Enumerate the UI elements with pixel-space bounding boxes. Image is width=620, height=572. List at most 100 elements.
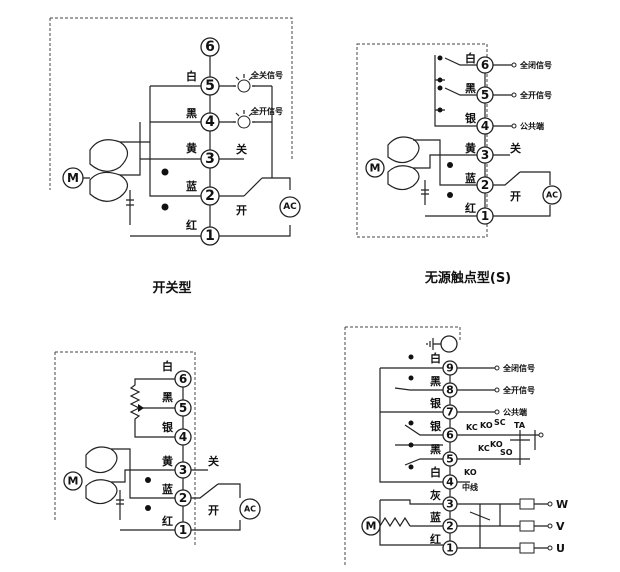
svg-text:5: 5 [205,78,215,94]
svg-text:1: 1 [481,209,489,223]
svg-text:5: 5 [179,401,187,415]
terminal-4: 4 [476,117,494,135]
svg-text:3: 3 [481,148,489,162]
terminal-2: 2 [200,186,220,206]
wire-color-black: 黑 [465,82,476,95]
terminal-1: 1 [174,521,192,539]
svg-text:4: 4 [481,119,489,133]
ac-power-icon: AC [239,498,261,520]
wire-color-black: 黑 [430,443,441,456]
panel-passive-contact: 6 5 4 3 2 1 白 黑 银 黄 蓝 红 全闭信号 全开信号 公共端 关 … [356,43,562,286]
panel-potentiometer: 6 5 4 3 2 1 白 黑 银 黄 蓝 红 关 开 AC M [54,351,261,545]
terminal-6: 6 [442,427,458,443]
switch-open-label: 开 [208,504,219,517]
relay-ko-label: KO [464,468,477,477]
relay-kc-label: KC [478,444,490,453]
svg-text:3: 3 [179,463,187,477]
terminal-5: 5 [442,451,458,467]
svg-text:M: M [370,162,381,175]
wire-color-blue: 蓝 [186,179,197,193]
svg-text:AC: AC [283,202,297,212]
panel-title: 开关型 [152,280,191,296]
wire-color-black: 黑 [430,375,441,388]
lamp-icon [233,74,255,93]
relay-ko-label: KO [480,421,493,430]
terminal-4: 4 [200,112,220,132]
ac-power-icon: AC [279,196,301,218]
switch-open-label: 开 [236,204,247,217]
signal-close-label: 全闭信号 [519,60,552,70]
signal-open-label: 全开信号 [502,385,535,395]
motor-icon: M [63,471,83,491]
relay-kc-label: KC [466,423,478,432]
wire-color-white: 白 [186,69,197,83]
wire-color-red: 红 [430,532,441,546]
svg-text:3: 3 [446,498,454,511]
svg-text:2: 2 [205,188,215,204]
wire-color-silver: 银 [430,419,442,433]
terminal-1: 1 [476,207,494,225]
switch-close-label: 关 [208,454,219,468]
terminal-2: 2 [476,176,494,194]
phase-v-label: V [556,520,565,533]
terminal-1: 1 [442,540,458,556]
wire-color-black: 黑 [162,391,173,404]
terminal-1: 1 [200,226,220,246]
terminal-2: 2 [174,489,192,507]
switch-close-label: 关 [510,141,521,155]
potentiometer-icon [129,378,175,438]
signal-open-label: 全开信号 [519,90,552,100]
wire-color-red: 红 [162,514,173,528]
terminal-5: 5 [174,399,192,417]
relay-ko-label: KO [490,440,503,449]
wire-color-yellow: 黄 [186,141,197,155]
panel-switch-type: 6 5 4 3 2 1 白 黑 黄 蓝 红 全关信号 全开信号 关 开 AC [49,17,301,296]
terminal-5: 5 [200,76,220,96]
svg-text:AC: AC [546,191,558,200]
relay-ta-label: TA [514,421,526,430]
svg-text:4: 4 [205,114,215,130]
svg-text:1: 1 [446,542,454,555]
motor-icon: M [365,158,385,178]
signal-open-label: 全开信号 [250,106,283,116]
wire-color-red: 红 [465,201,476,215]
wire-color-silver: 银 [430,396,442,410]
terminal-7: 7 [442,404,458,420]
common-label: 公共端 [520,121,544,131]
svg-text:2: 2 [179,491,187,505]
signal-close-label: 全闭信号 [502,363,535,373]
wire-color-white: 白 [430,465,441,479]
svg-text:4: 4 [179,430,187,444]
svg-text:AC: AC [244,505,256,514]
svg-text:7: 7 [446,406,454,419]
motor-icon: M [62,167,84,189]
svg-text:8: 8 [446,384,454,397]
neutral-label: 中线 [462,482,478,492]
svg-text:M: M [68,475,79,488]
wire-color-white: 白 [430,351,441,365]
wire-color-white: 白 [465,51,476,65]
terminal-4: 4 [442,474,458,490]
svg-text:M: M [67,171,79,185]
wire-color-yellow: 黄 [465,141,476,155]
wire-color-red: 红 [186,218,197,232]
svg-text:6: 6 [481,58,489,72]
terminal-3: 3 [442,496,458,512]
wire-color-gray: 灰 [430,488,441,502]
terminal-2: 2 [442,518,458,534]
svg-text:2: 2 [481,178,489,192]
terminal-8: 8 [442,382,458,398]
phase-w-label: W [556,498,568,511]
svg-text:2: 2 [446,520,454,533]
terminal-6: 6 [200,37,220,57]
wire-color-white: 白 [162,359,173,373]
panel-title: 无源触点型(S) [424,270,511,286]
wire-color-yellow: 黄 [162,454,173,468]
phase-u-label: U [556,542,565,555]
wire-color-silver: 银 [465,111,477,125]
svg-text:6: 6 [205,39,215,55]
svg-text:M: M [366,520,377,533]
svg-text:1: 1 [205,228,215,244]
svg-text:6: 6 [446,429,454,442]
